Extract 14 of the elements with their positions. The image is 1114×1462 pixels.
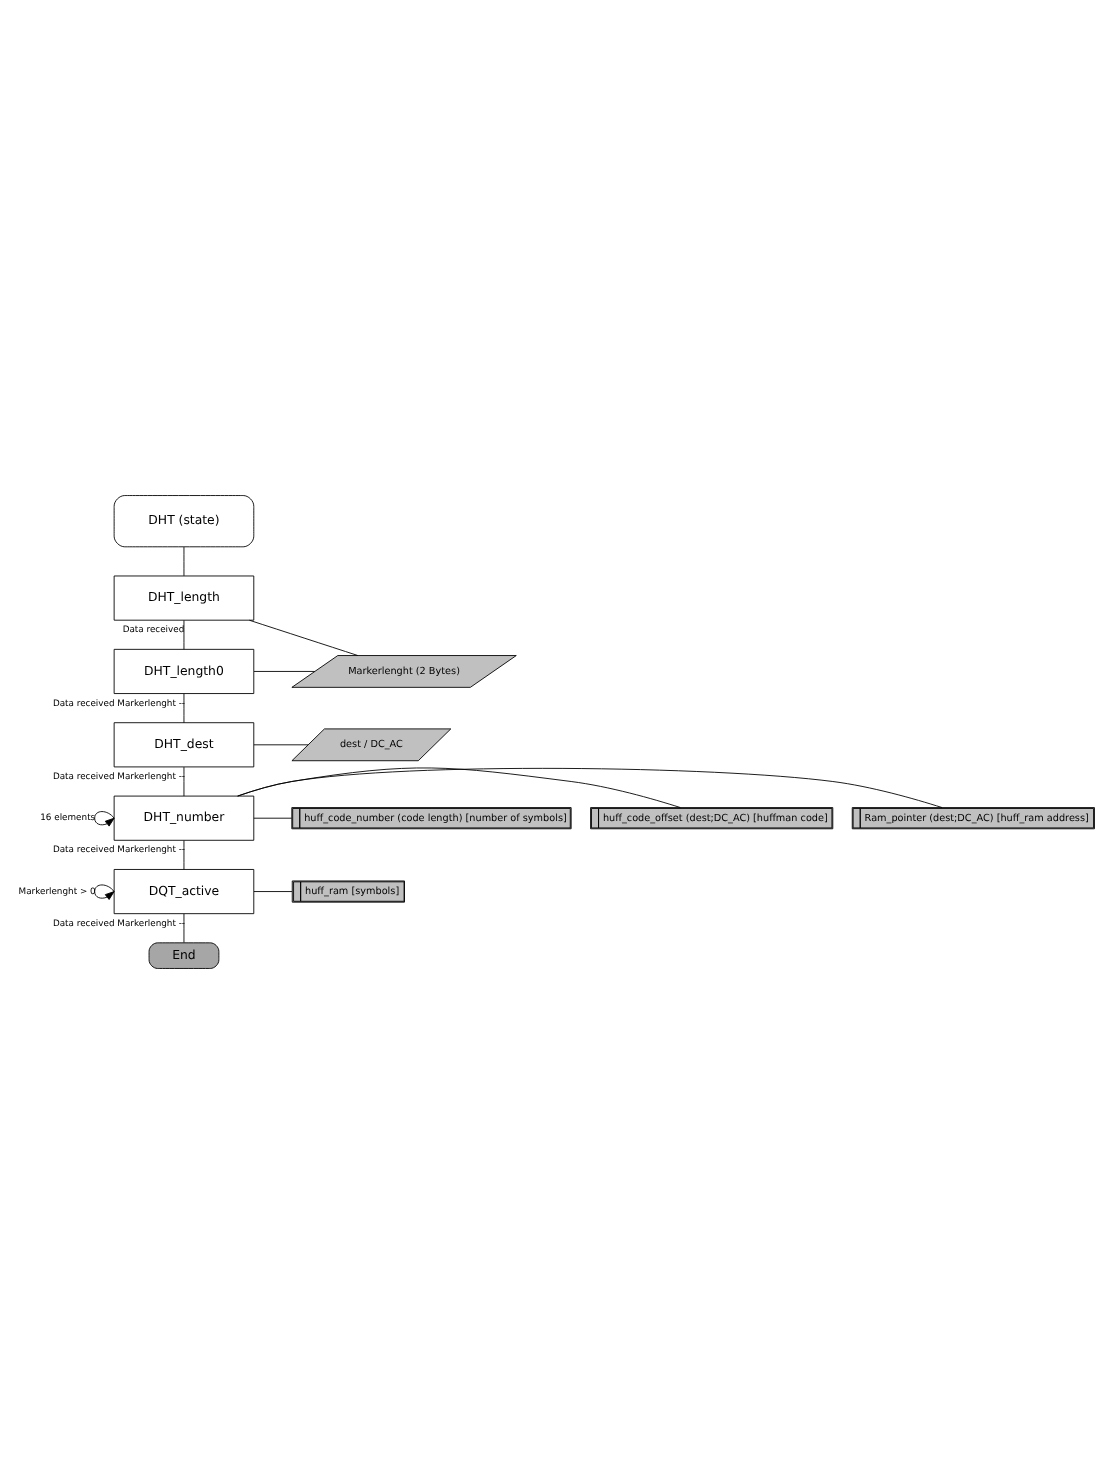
arrow bbox=[94, 810, 115, 826]
connector bbox=[237, 766, 943, 807]
arrow bbox=[94, 883, 115, 899]
connector bbox=[183, 545, 185, 576]
connector bbox=[253, 743, 309, 745]
connector bbox=[183, 765, 185, 796]
connector bbox=[253, 816, 293, 818]
connector bbox=[253, 890, 293, 891]
connector bbox=[253, 670, 316, 671]
connector bbox=[183, 839, 185, 869]
connector bbox=[183, 692, 185, 723]
connector bbox=[183, 619, 185, 649]
connector bbox=[248, 618, 359, 655]
connector bbox=[183, 912, 185, 942]
